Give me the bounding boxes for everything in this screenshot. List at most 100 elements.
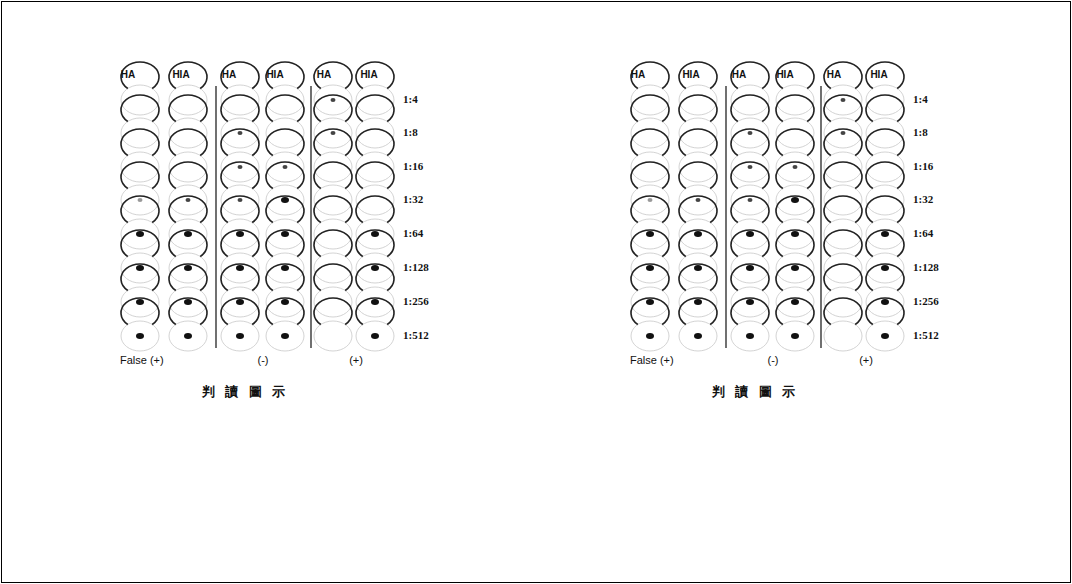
cell-button	[791, 333, 799, 339]
cell-button	[746, 231, 754, 237]
well-outline	[169, 321, 207, 351]
well-rim	[866, 230, 904, 256]
well-rim	[631, 298, 669, 324]
well-rim	[631, 95, 669, 121]
cell-button	[791, 265, 799, 271]
panel-title: 判 讀 圖 示	[712, 385, 799, 398]
well-rim	[356, 196, 394, 222]
result-label: (-)	[258, 355, 269, 366]
result-label: False (+)	[630, 355, 674, 366]
cell-button	[184, 231, 192, 237]
dilution-label: 1:8	[403, 127, 418, 138]
divider-line	[310, 86, 311, 348]
column-header: HA	[631, 70, 645, 80]
well-rim	[776, 298, 814, 324]
dilution-label: 1:512	[913, 330, 939, 341]
cell-button	[186, 198, 191, 202]
cell-button	[331, 131, 336, 135]
well-rim	[221, 62, 259, 88]
cell-button	[791, 231, 799, 237]
well-plates	[121, 62, 904, 351]
well-rim	[866, 95, 904, 121]
well-rim	[824, 95, 862, 121]
cell-button	[281, 231, 289, 237]
dilution-label: 1:4	[403, 94, 418, 105]
well-rim	[356, 162, 394, 188]
well-rim	[356, 95, 394, 121]
cell-button	[136, 265, 144, 271]
dilution-label: 1:256	[403, 296, 429, 307]
well-rim	[824, 298, 862, 324]
well-rim	[314, 264, 352, 290]
well-rim	[314, 129, 352, 155]
well-rim	[221, 264, 259, 290]
well-outline	[121, 321, 159, 351]
dilution-label: 1:64	[913, 228, 933, 239]
well-rim	[314, 95, 352, 121]
column-header: HA	[827, 70, 841, 80]
cell-button	[371, 231, 379, 237]
dilution-label: 1:256	[913, 296, 939, 307]
well-rim	[356, 129, 394, 155]
cell-button	[238, 131, 243, 135]
well-rim	[866, 62, 904, 88]
cell-button	[184, 299, 192, 305]
dilution-label: 1:512	[403, 330, 429, 341]
dilution-label: 1:16	[913, 161, 933, 172]
cell-button	[646, 231, 654, 237]
column-header: HIA	[266, 70, 283, 80]
well-rim	[824, 230, 862, 256]
cell-button	[881, 265, 889, 271]
dilution-label: 1:32	[403, 194, 423, 205]
column-header: HA	[222, 70, 236, 80]
cell-button	[236, 265, 244, 271]
well-rim	[731, 230, 769, 256]
well-rim	[631, 230, 669, 256]
well-rim	[266, 129, 304, 155]
well-rim	[121, 298, 159, 324]
well-rim	[221, 129, 259, 155]
cell-button	[696, 198, 701, 202]
cell-button	[236, 231, 244, 237]
well-rim	[679, 62, 717, 88]
well-outline	[356, 321, 394, 351]
column-header: HA	[317, 70, 331, 80]
cell-button	[746, 333, 754, 339]
cell-button	[331, 98, 336, 102]
well-rim	[731, 196, 769, 222]
cell-button	[646, 265, 654, 271]
column-header: HA	[732, 70, 746, 80]
well-rim	[356, 62, 394, 88]
well-rim	[731, 95, 769, 121]
cell-button	[281, 299, 289, 305]
well-outline	[679, 321, 717, 351]
well-rim	[221, 95, 259, 121]
well-rim	[824, 129, 862, 155]
well-rim	[266, 62, 304, 88]
well-rim	[169, 162, 207, 188]
cell-button	[841, 98, 846, 102]
cell-button	[748, 165, 753, 169]
well-rim	[266, 162, 304, 188]
well-rim	[169, 196, 207, 222]
well-rim	[679, 298, 717, 324]
well-rim	[731, 62, 769, 88]
well-rim	[866, 264, 904, 290]
well-rim	[314, 162, 352, 188]
divider-line	[215, 86, 216, 348]
well-rim	[266, 95, 304, 121]
well-rim	[731, 129, 769, 155]
result-label: (-)	[768, 355, 779, 366]
well-rim	[314, 230, 352, 256]
well-outline	[314, 321, 352, 351]
well-rim	[221, 162, 259, 188]
cell-button	[648, 198, 653, 202]
dilution-label: 1:4	[913, 94, 928, 105]
divider-line	[820, 86, 821, 348]
dilution-label: 1:64	[403, 228, 423, 239]
cell-button	[746, 265, 754, 271]
result-label: (+)	[349, 355, 363, 366]
well-rim	[776, 95, 814, 121]
well-rim	[824, 196, 862, 222]
cell-button	[236, 333, 244, 339]
